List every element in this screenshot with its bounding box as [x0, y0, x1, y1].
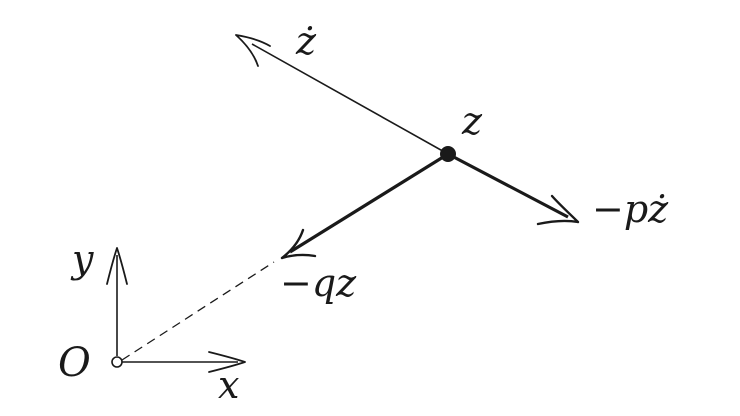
label-z: z	[461, 99, 483, 143]
origin-to-z-dashed-line	[121, 261, 275, 361]
label-origin: O	[58, 340, 91, 386]
z-point	[440, 146, 456, 162]
z-dot-arrowhead	[235, 34, 271, 67]
minus-p-z-dot-vector-line	[447, 152, 569, 219]
x-axis-arrowhead	[208, 351, 246, 373]
label-z-dot: ż	[295, 19, 317, 63]
z-dot-vector-line	[251, 43, 449, 155]
origin-point	[111, 356, 123, 368]
y-axis-arrowhead	[106, 247, 128, 285]
label-y-axis: y	[70, 237, 94, 281]
minus-p-z-dot-arrowhead	[536, 194, 580, 226]
minus-q-z-arrowhead	[280, 228, 317, 260]
label-minus-p-z-dot: −pż	[592, 187, 669, 231]
minus-q-z-vector-line	[289, 152, 449, 254]
label-x-axis: x	[218, 363, 239, 407]
label-minus-q-z: −qz	[280, 261, 357, 305]
